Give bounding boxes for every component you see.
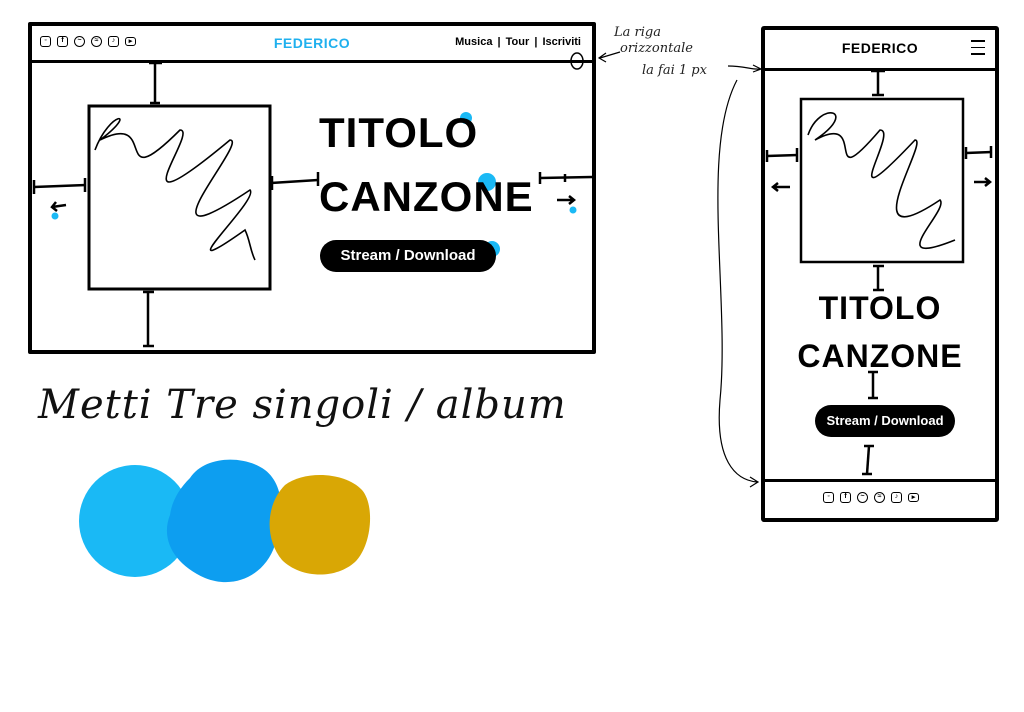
mobile-spacing-markers xyxy=(765,69,993,476)
facebook-icon[interactable]: f xyxy=(840,492,851,503)
annotation-arrows xyxy=(597,51,763,488)
mobile-title-line1: TITOLO xyxy=(818,290,942,326)
annotation-circle xyxy=(570,52,584,70)
desktop-header: ◦ f ~ ≈ ♪ ▸ FEDERICO Musica | Tour | Isc… xyxy=(32,26,592,63)
mobile-header: FEDERICO xyxy=(765,30,995,71)
twitter-icon[interactable]: ~ xyxy=(857,492,868,503)
nav-musica[interactable]: Musica xyxy=(455,36,493,48)
annotation-line1: La riga xyxy=(614,25,661,40)
instagram-icon[interactable]: ◦ xyxy=(823,492,834,503)
apple-music-icon[interactable]: ♪ xyxy=(891,492,902,503)
instagram-icon[interactable]: ◦ xyxy=(40,36,51,47)
desktop-spacing-markers xyxy=(32,61,593,348)
youtube-icon[interactable]: ▸ xyxy=(908,493,919,502)
mobile-album-art xyxy=(799,97,965,264)
desktop-title-line2: CANZONE xyxy=(319,173,534,220)
mobile-wireframe: FEDERICO ◦ f ~ ≈ ♪ ▸ xyxy=(761,26,999,522)
color-palette xyxy=(79,459,371,583)
brand-logo[interactable]: FEDERICO xyxy=(273,35,351,51)
nav-iscriviti[interactable]: Iscriviti xyxy=(542,36,581,48)
swatch-gold xyxy=(269,474,371,575)
mobile-social-icons: ◦ f ~ ≈ ♪ ▸ xyxy=(823,492,919,503)
facebook-icon[interactable]: f xyxy=(57,36,68,47)
mobile-album-scribble xyxy=(807,112,956,250)
mobile-brand-logo[interactable]: FEDERICO xyxy=(841,40,919,56)
desktop-album-art xyxy=(87,104,272,291)
annotation-line2: orizzontale xyxy=(620,41,693,56)
spotify-icon[interactable]: ≈ xyxy=(874,492,885,503)
nav-tour[interactable]: Tour xyxy=(505,36,530,48)
swatch-light-blue xyxy=(79,465,191,577)
nav-separator: | xyxy=(497,36,501,48)
spotify-icon[interactable]: ≈ xyxy=(91,36,102,47)
desktop-wireframe: ◦ f ~ ≈ ♪ ▸ FEDERICO Musica | Tour | Isc… xyxy=(28,22,596,354)
album-scribble xyxy=(94,117,256,261)
mobile-title-line2: CANZONE xyxy=(797,338,963,374)
instruction-text: Metti Tre singoli / album xyxy=(38,382,567,428)
swatch-blue xyxy=(166,459,282,583)
nav-separator: | xyxy=(534,36,538,48)
apple-music-icon[interactable]: ♪ xyxy=(108,36,119,47)
desktop-title-line1: TITOLO xyxy=(319,109,479,156)
twitter-icon[interactable]: ~ xyxy=(74,36,85,47)
mobile-footer: ◦ f ~ ≈ ♪ ▸ xyxy=(765,479,995,518)
hamburger-icon[interactable] xyxy=(971,40,985,55)
mobile-stream-download-button[interactable]: Stream / Download xyxy=(815,405,955,437)
desktop-social-icons: ◦ f ~ ≈ ♪ ▸ xyxy=(40,36,136,47)
desktop-stream-download-button[interactable]: Stream / Download xyxy=(320,240,496,272)
desktop-nav: Musica | Tour | Iscriviti xyxy=(454,36,582,48)
annotation-line3: la fai 1 px xyxy=(642,63,707,78)
youtube-icon[interactable]: ▸ xyxy=(125,37,136,46)
